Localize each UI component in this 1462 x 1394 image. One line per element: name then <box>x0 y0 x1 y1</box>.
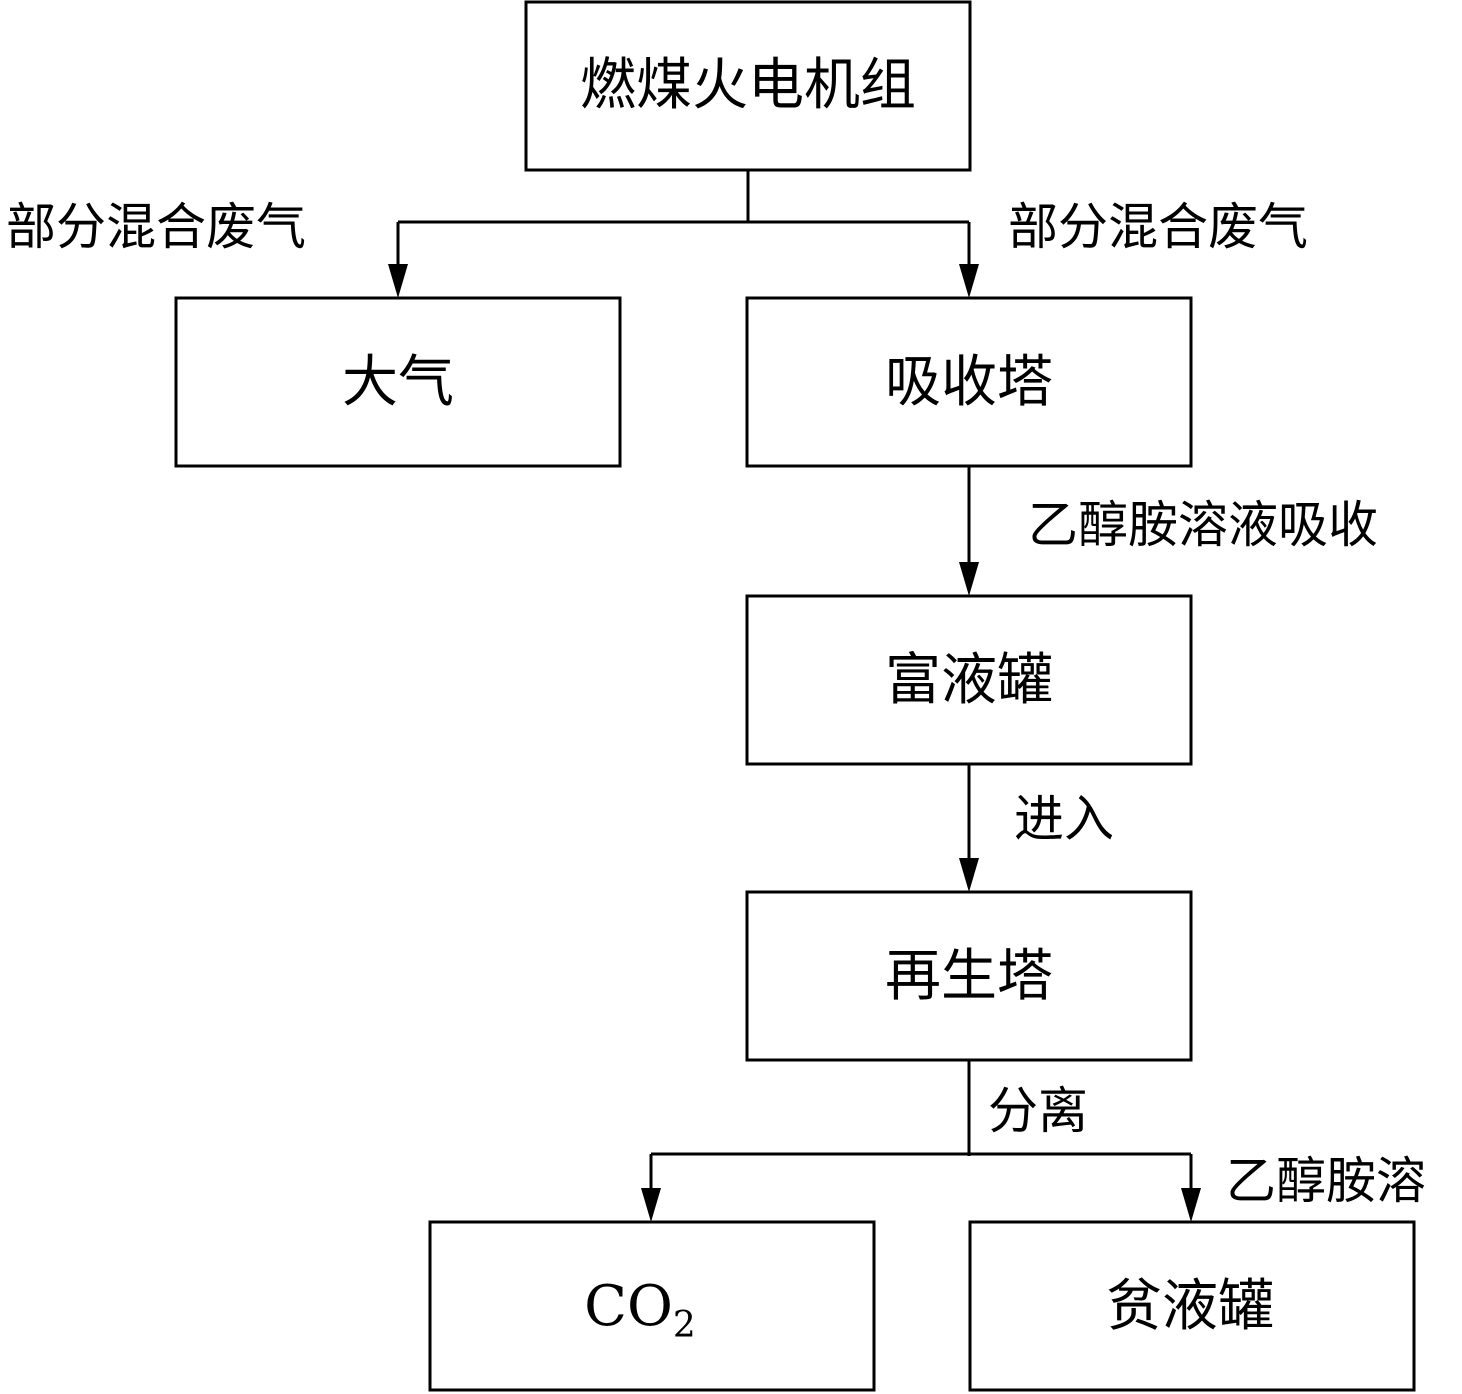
connector-enter <box>959 764 979 892</box>
arrow-to-rich-tank <box>959 562 979 596</box>
node-lean-tank-label: 贫液罐 <box>1106 1274 1274 1339</box>
node-rich-tank: 富液罐 <box>745 594 1193 766</box>
node-co2: CO2 <box>428 1220 876 1392</box>
node-atmosphere-label: 大气 <box>342 350 454 415</box>
edge-label-left-branch: 部分混合废气 <box>6 198 306 256</box>
node-atmosphere: 大气 <box>174 296 622 468</box>
edge-label-enter: 进入 <box>1014 790 1114 848</box>
edge-label-separate: 分离 <box>988 1082 1088 1140</box>
node-regen-tower-label: 再生塔 <box>885 944 1053 1009</box>
node-lean-tank: 贫液罐 <box>968 1220 1416 1392</box>
node-power-unit-label: 燃煤火电机组 <box>580 53 916 118</box>
node-co2-label: CO2 <box>584 1274 696 1346</box>
node-power-unit: 燃煤火电机组 <box>524 0 972 172</box>
node-rich-tank-label: 富液罐 <box>885 648 1053 713</box>
connector-top-split <box>388 170 979 298</box>
arrow-to-absorption <box>959 264 979 298</box>
edge-label-absorb: 乙醇胺溶液吸收 <box>1028 496 1378 554</box>
arrow-to-atmosphere <box>388 264 408 298</box>
node-regen-tower: 再生塔 <box>745 890 1193 1062</box>
node-absorption-tower-label: 吸收塔 <box>885 350 1053 415</box>
arrow-to-lean-tank <box>1181 1188 1201 1222</box>
co2-main-text: CO <box>584 1274 673 1339</box>
edge-label-to-lean: 乙醇胺溶 <box>1226 1152 1426 1210</box>
edge-label-right-branch: 部分混合废气 <box>1008 198 1308 256</box>
connector-bottom-split <box>641 1060 1201 1222</box>
connector-absorb <box>959 466 979 596</box>
arrow-to-regen <box>959 858 979 892</box>
node-absorption-tower: 吸收塔 <box>745 296 1193 468</box>
arrow-to-co2 <box>641 1188 661 1222</box>
co2-subscript: 2 <box>673 1305 696 1346</box>
